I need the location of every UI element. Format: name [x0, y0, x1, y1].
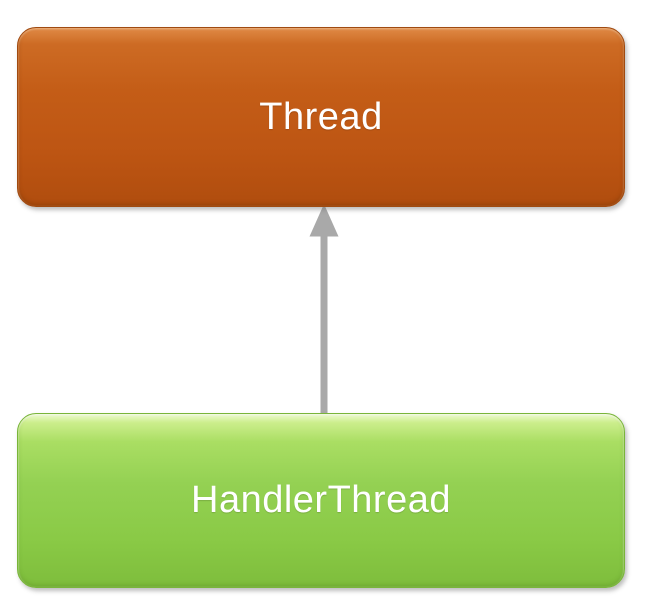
node-handler-thread: HandlerThread [17, 413, 625, 588]
arrow-up-icon [309, 204, 339, 413]
node-handler-thread-label: HandlerThread [191, 479, 451, 521]
node-thread: Thread [17, 27, 625, 207]
node-thread-label: Thread [259, 95, 383, 138]
